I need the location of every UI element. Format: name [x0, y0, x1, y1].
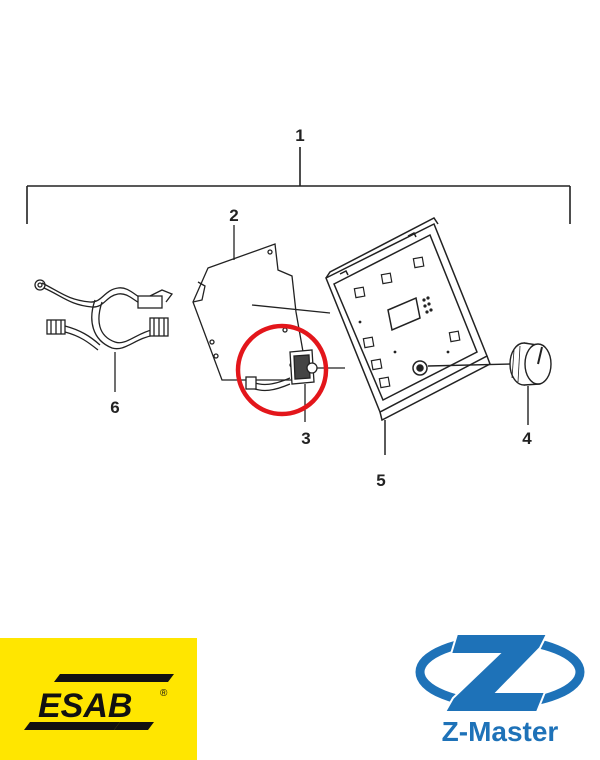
zmaster-emblem [415, 633, 585, 713]
callout-3: 3 [301, 429, 310, 448]
callout-1: 1 [295, 126, 304, 145]
led-indicators [358, 296, 450, 354]
callout-5: 5 [376, 471, 385, 490]
callout-6: 6 [110, 398, 119, 417]
esab-wordmark: ESAB [38, 687, 132, 725]
potentiometer-part-3 [245, 349, 345, 422]
callout-4: 4 [522, 429, 532, 448]
front-panel-part-5 [325, 217, 491, 455]
zmaster-logo: Z-Master [405, 628, 595, 760]
highlight-ring [235, 323, 329, 417]
callout-2: 2 [229, 206, 238, 225]
circuit-board-part-2 [192, 225, 331, 381]
esab-logo: ESAB ® [0, 638, 197, 760]
zmaster-wordmark: Z-Master [441, 716, 559, 747]
display-window [387, 296, 421, 332]
esab-registered-mark: ® [160, 688, 168, 699]
assembly-bracket [26, 147, 571, 224]
wiring-harness-part-6 [34, 279, 174, 392]
panel-buttons [353, 256, 461, 389]
knob-part-4 [427, 342, 552, 425]
